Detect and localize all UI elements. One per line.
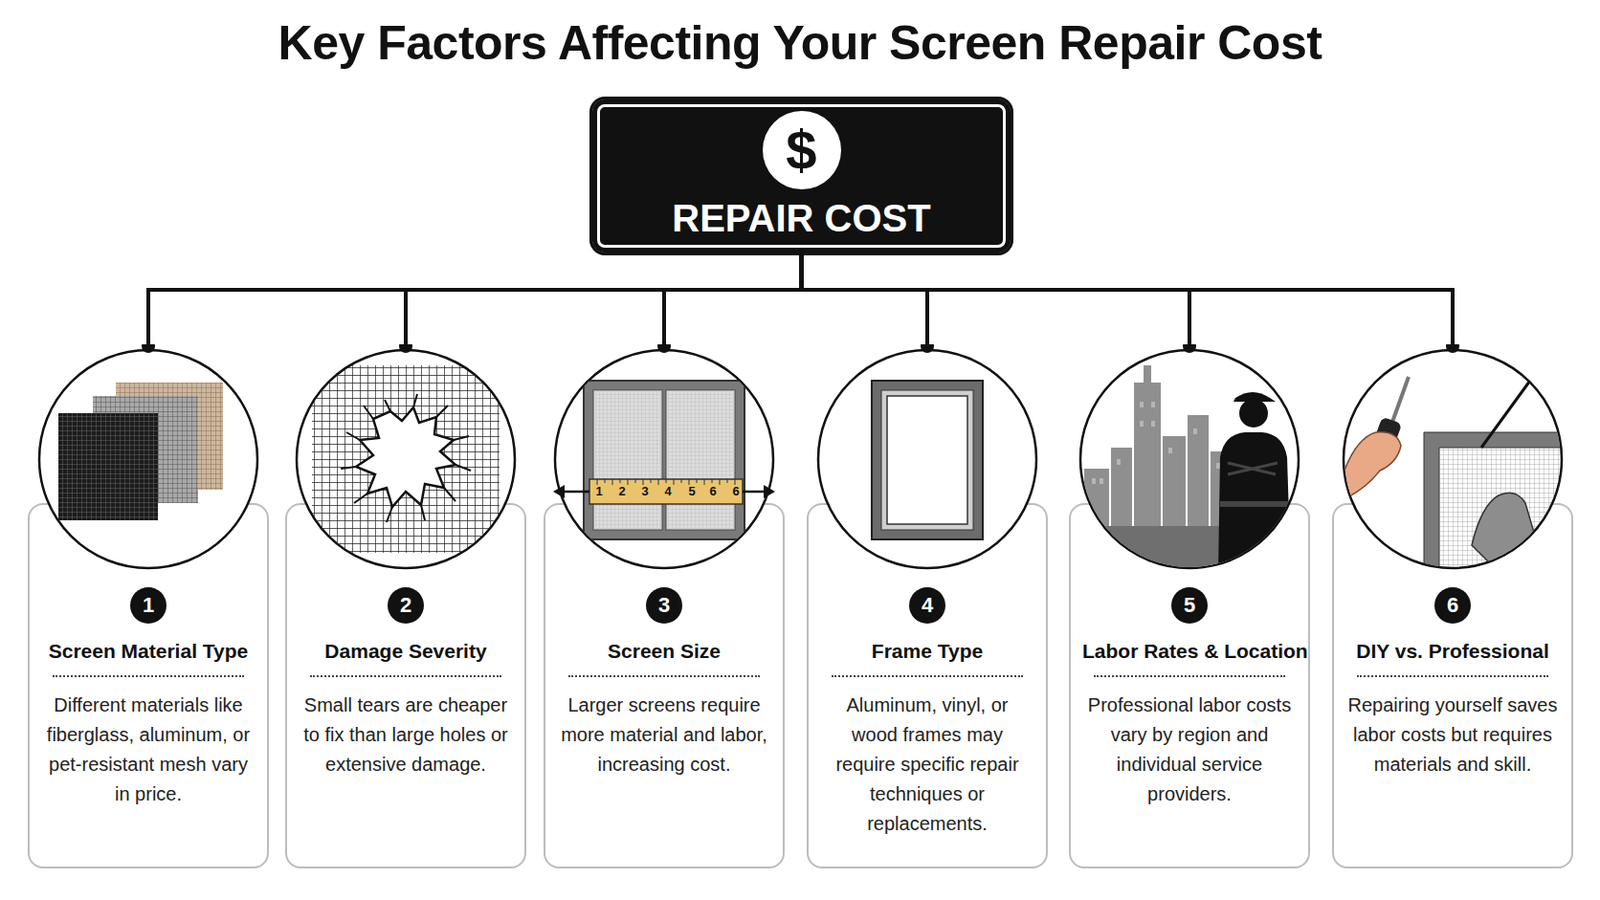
torn-mesh-icon <box>290 344 521 575</box>
ruler-number: 4 <box>664 485 671 499</box>
callout-number: 1 <box>130 587 167 624</box>
callout-number: 4 <box>909 587 946 624</box>
cost-box: $ REPAIR COST <box>589 96 1014 256</box>
factor-card: 6DIY vs. ProfessionalRepairing yourself … <box>1332 503 1574 869</box>
mesh-samples-icon <box>33 344 264 575</box>
factor-heading: Damage Severity <box>324 639 487 665</box>
city-worker-icon <box>1074 344 1305 575</box>
factor-heading: Screen Size <box>607 639 721 665</box>
factor-heading: DIY vs. Professional <box>1355 639 1550 665</box>
dotted-rule <box>831 675 1023 678</box>
factor-description: Different materials like fiberglass, alu… <box>42 690 255 810</box>
factor-card: 5Labor Rates & LocationProfessional labo… <box>1068 503 1311 869</box>
dotted-rule <box>310 675 502 678</box>
factor-description: Professional labor costs vary by region … <box>1083 690 1296 810</box>
callout-number: 6 <box>1434 587 1471 624</box>
ruler-number: 5 <box>688 485 695 499</box>
diagram-title: Key Factors Affecting Your Screen Repair… <box>0 13 1600 73</box>
factor-description: Small tears are cheaper to fix than larg… <box>299 690 512 780</box>
dotted-rule <box>1356 675 1549 678</box>
dotted-rule <box>52 675 245 678</box>
factor-card: 4Frame TypeAluminum, vinyl, or wood fram… <box>806 503 1048 869</box>
ruler-number: 2 <box>618 485 625 499</box>
dollar-symbol: $ <box>762 111 842 190</box>
factor-heading: Labor Rates & Location <box>1082 639 1297 665</box>
factor-description: Aluminum, vinyl, or wood frames may requ… <box>821 690 1034 840</box>
factor-card: 2Damage SeveritySmall tears are cheaper … <box>285 503 527 869</box>
callout-number: 3 <box>645 587 683 624</box>
dotted-rule <box>568 675 760 678</box>
ruler-number: 1 <box>595 485 602 499</box>
dotted-rule <box>1093 675 1286 678</box>
diy-tools-icon <box>1337 344 1568 575</box>
frame-icon <box>812 344 1043 575</box>
ruler-number: 6 <box>732 485 739 499</box>
callout-number: 5 <box>1171 587 1208 624</box>
box-label: REPAIR COST <box>671 195 931 242</box>
factor-heading: Screen Material Type <box>48 639 249 665</box>
factor-card: 1Screen Material TypeDifferent materials… <box>27 503 269 869</box>
ruler-number: 3 <box>641 485 648 499</box>
factor-heading: Frame Type <box>871 639 983 665</box>
factor-description: Larger screens require more material and… <box>557 690 771 780</box>
factor-card: 3Screen SizeLarger screens require more … <box>543 503 785 869</box>
factor-description: Repairing yourself saves labor costs but… <box>1346 690 1559 780</box>
window-ruler-icon <box>549 344 779 575</box>
ruler-number: 6 <box>709 485 716 499</box>
callout-number: 2 <box>387 587 424 624</box>
